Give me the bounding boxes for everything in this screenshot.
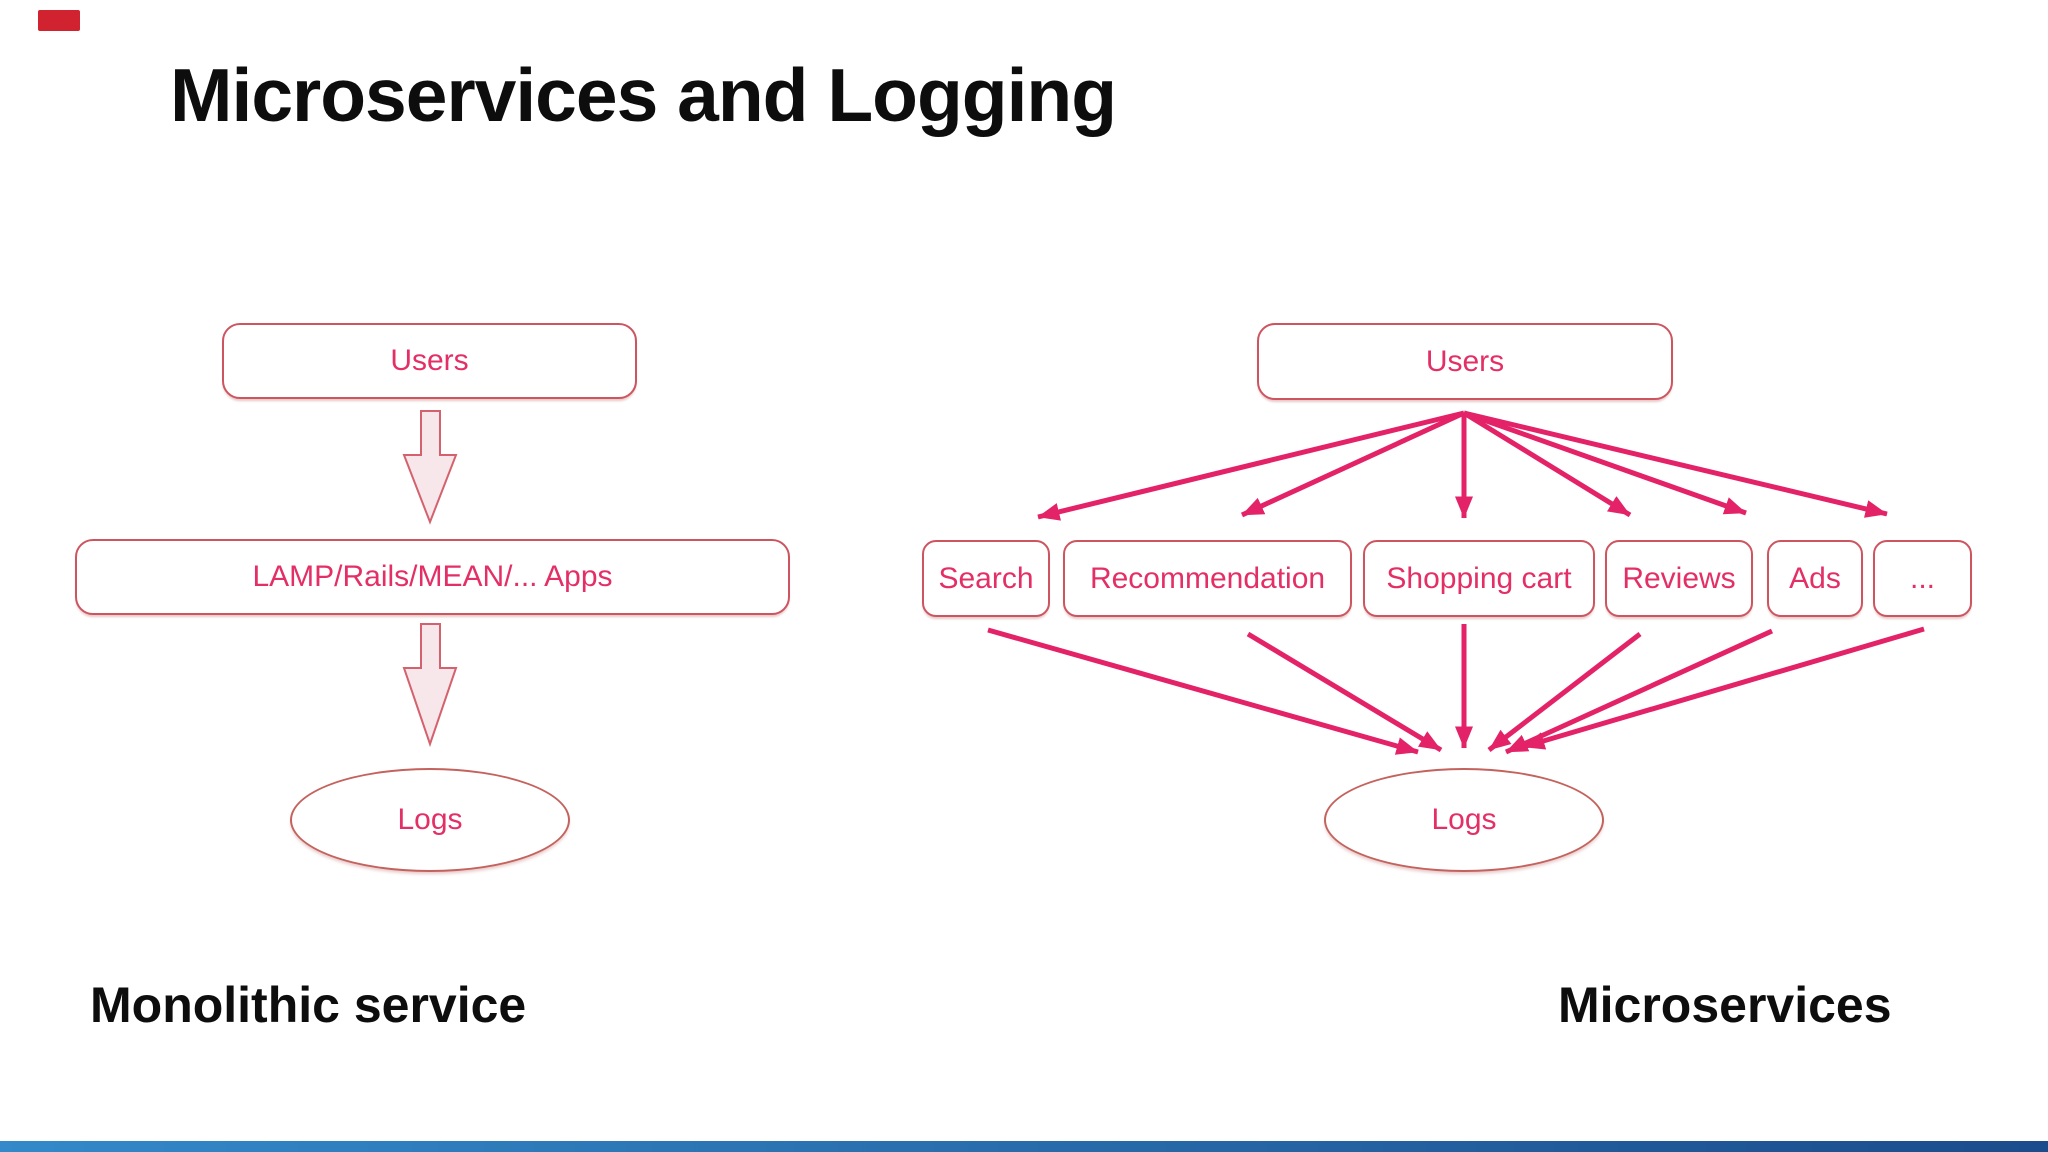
service-box-more: ...	[1873, 540, 1972, 617]
slide-title: Microservices and Logging	[170, 53, 1117, 137]
microservices-caption: Microservices	[1558, 977, 1892, 1033]
service-label-shopping-cart: Shopping cart	[1386, 561, 1572, 595]
fan-arrow-users-to-recommendation	[1240, 410, 1466, 518]
converge-arrow-recommendation-to-logs	[1246, 631, 1443, 753]
service-box-reviews: Reviews	[1605, 540, 1753, 617]
converge-arrow-search-to-logs	[987, 627, 1419, 755]
service-box-search: Search	[922, 540, 1050, 617]
fan-arrow-users-to-ads	[1463, 410, 1747, 516]
service-box-shopping-cart: Shopping cart	[1363, 540, 1595, 617]
monolithic-caption: Monolithic service	[90, 977, 527, 1033]
microservices-logs-label: Logs	[1431, 803, 1497, 836]
monolithic-users-box: Users	[222, 323, 637, 399]
red-corner-mark	[38, 10, 80, 31]
converge-arrow-reviews-to-logs	[1487, 632, 1642, 752]
microservices-users-box: Users	[1257, 323, 1673, 400]
monolithic-users-label: Users	[390, 344, 469, 377]
block-arrow-apps-to-logs	[402, 623, 458, 748]
footer-bar	[0, 1141, 2048, 1152]
service-box-ads: Ads	[1767, 540, 1863, 617]
block-arrow-users-to-apps	[402, 410, 458, 525]
converge-arrow-more-to-logs	[1522, 626, 1925, 750]
monolithic-logs-label: Logs	[397, 803, 463, 836]
service-label-recommendation: Recommendation	[1089, 561, 1326, 595]
fan-arrow-users-to-reviews	[1462, 410, 1632, 518]
monolithic-logs-ellipse: Logs	[290, 768, 570, 872]
service-label-ads: Ads	[1789, 561, 1841, 595]
microservices-users-label: Users	[1425, 344, 1505, 378]
service-label-reviews: Reviews	[1622, 561, 1736, 595]
service-label-more: ...	[1909, 561, 1935, 595]
monolithic-apps-box: LAMP/Rails/MEAN/... Apps	[75, 539, 790, 615]
fan-arrow-users-to-search	[1037, 410, 1465, 521]
microservices-logs-ellipse: Logs	[1324, 768, 1604, 872]
monolithic-apps-label: LAMP/Rails/MEAN/... Apps	[252, 560, 613, 593]
service-box-recommendation: Recommendation	[1063, 540, 1352, 617]
service-label-search: Search	[938, 561, 1034, 595]
converge-arrow-ads-to-logs	[1504, 628, 1774, 755]
fan-arrow-users-to-more	[1463, 410, 1888, 518]
